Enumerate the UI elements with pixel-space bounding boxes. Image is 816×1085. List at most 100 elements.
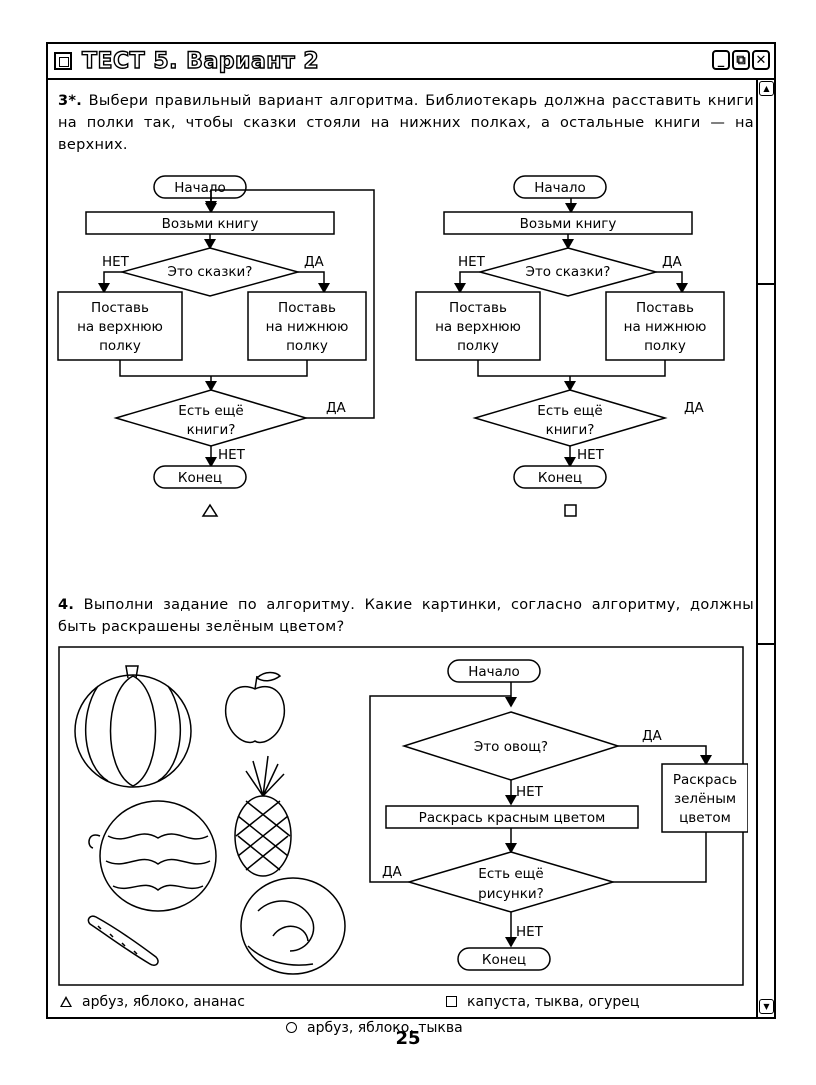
svg-text:Конец: Конец (178, 470, 222, 486)
svg-text:Раскрась красным цветом: Раскрась красным цветом (419, 810, 606, 826)
svg-text:полку: полку (457, 338, 499, 354)
test-window: ТЕСТ 5. Вариант 2 _ ⧉ ✕ ▲ ▼ 3*. Выбери п… (46, 42, 776, 1036)
app-icon (54, 52, 72, 70)
scroll-up-icon[interactable]: ▲ (759, 81, 774, 96)
end-terminal (457, 947, 551, 971)
svg-text:Начало: Начало (534, 180, 586, 196)
start-label: Начало (174, 180, 226, 196)
svg-text:Поставь: Поставь (636, 300, 694, 316)
title-bar: ТЕСТ 5. Вариант 2 _ ⧉ ✕ (48, 44, 774, 80)
task-3-number: 3*. (58, 93, 83, 109)
answer-text: арбуз, яблоко, тыква (307, 1020, 463, 1036)
watermelon-icon (88, 800, 217, 912)
task-3-text: 3*. Выбери правильный вариант алгоритма.… (58, 90, 754, 156)
svg-text:рисунки?: рисунки? (478, 886, 544, 902)
svg-text:НЕТ: НЕТ (516, 784, 544, 800)
triangle-marker-icon (60, 996, 72, 1007)
svg-text:зелёным: зелёным (674, 791, 736, 807)
svg-text:Это сказки?: Это сказки? (526, 264, 611, 280)
task-3-question: Выбери правильный вариант алгоритма. Биб… (58, 93, 754, 153)
svg-text:ДА: ДА (684, 400, 705, 416)
paint-red-box (385, 805, 639, 829)
square-marker-icon (564, 504, 577, 517)
svg-text:книги?: книги? (546, 422, 595, 438)
svg-text:Конец: Конец (482, 952, 526, 968)
svg-text:полку: полку (99, 338, 141, 354)
pineapple-icon (234, 755, 292, 877)
task-4-figure: Начало Это овощ? ДА НЕТ Раскрась красным… (58, 646, 748, 986)
task-4-text: 4. Выполни задание по алгоритму. Какие к… (58, 594, 754, 638)
svg-text:Есть ещё: Есть ещё (537, 403, 602, 419)
svg-text:на верхнюю: на верхнюю (435, 319, 521, 335)
cucumber-icon (87, 915, 159, 967)
minimize-button[interactable]: _ (712, 50, 730, 70)
flowchart-b: Начало Возьми книгу Это сказки? НЕТ ДА П… (415, 175, 725, 517)
vertical-scrollbar[interactable]: ▲ ▼ (756, 78, 774, 1017)
take-book-label: Возьми книгу (162, 216, 259, 232)
start-terminal (513, 175, 607, 199)
bottom-shelf-box (605, 291, 725, 361)
end-terminal (513, 465, 607, 489)
svg-text:ДА: ДА (662, 254, 683, 270)
top-shelf-box (415, 291, 541, 361)
svg-text:НЕТ: НЕТ (516, 924, 544, 940)
triangle-marker-icon (201, 503, 219, 517)
test-content: 3*. Выбери правильный вариант алгоритма.… (48, 80, 756, 1036)
square-marker-icon (446, 996, 457, 1007)
answer-option-2[interactable]: капуста, тыква, огурец (446, 994, 639, 1010)
close-button[interactable]: ✕ (752, 50, 770, 70)
answer-text: капуста, тыква, огурец (467, 994, 640, 1010)
decision-label: Это сказки? (168, 264, 253, 280)
fairy-tale-decision (119, 247, 301, 297)
svg-text:на нижнюю: на нижнюю (266, 319, 349, 335)
answer-text: арбуз, яблоко, ананас (82, 994, 245, 1010)
svg-text:Поставь: Поставь (278, 300, 336, 316)
svg-text:Есть ещё: Есть ещё (478, 866, 543, 882)
svg-text:ДА: ДА (382, 864, 403, 880)
yes-label: ДА (304, 254, 325, 270)
svg-text:НЕТ: НЕТ (218, 447, 246, 463)
cabbage-icon (240, 877, 346, 975)
svg-text:Есть ещё: Есть ещё (178, 403, 243, 419)
svg-text:книги?: книги? (187, 422, 236, 438)
task-3-flowcharts: Начало Возьми книгу Это сказки? НЕТ ДА П… (57, 175, 725, 517)
answer-option-3[interactable]: арбуз, яблоко, тыква (286, 1020, 463, 1036)
svg-text:Поставь: Поставь (91, 300, 149, 316)
window-controls: _ ⧉ ✕ (712, 50, 770, 70)
start-terminal (153, 175, 247, 199)
end-terminal (153, 465, 247, 489)
svg-text:Поставь: Поставь (449, 300, 507, 316)
svg-text:цветом: цветом (679, 810, 731, 826)
paint-green-box (661, 763, 748, 833)
svg-text:Раскрась: Раскрась (673, 772, 737, 788)
apple-icon (224, 671, 286, 744)
task-4-flowchart: Начало Это овощ? ДА НЕТ Раскрась красным… (369, 659, 748, 971)
svg-text:Начало: Начало (468, 664, 520, 680)
svg-text:ДА: ДА (326, 400, 347, 416)
fairy-tale-decision (477, 247, 659, 297)
svg-text:НЕТ: НЕТ (458, 254, 486, 270)
scroll-divider (756, 643, 774, 645)
svg-text:на верхнюю: на верхнюю (77, 319, 163, 335)
answer-option-1[interactable]: арбуз, яблоко, ананас (60, 994, 245, 1010)
task-4-question: Выполни задание по алгоритму. Какие карт… (58, 597, 754, 635)
scroll-down-icon[interactable]: ▼ (759, 999, 774, 1014)
svg-text:полку: полку (286, 338, 328, 354)
svg-text:Возьми книгу: Возьми книгу (520, 216, 617, 232)
bottom-shelf-box (247, 291, 367, 361)
svg-text:ДА: ДА (642, 728, 663, 744)
circle-marker-icon (286, 1022, 297, 1033)
page-number: 25 (395, 1028, 421, 1049)
start-terminal (447, 659, 541, 683)
svg-text:НЕТ: НЕТ (577, 447, 605, 463)
flowchart-a: Начало Возьми книгу Это сказки? НЕТ ДА П… (57, 175, 375, 517)
svg-text:полку: полку (644, 338, 686, 354)
svg-text:на нижнюю: на нижнюю (624, 319, 707, 335)
svg-text:Это овощ?: Это овощ? (474, 739, 548, 755)
scroll-divider (756, 283, 774, 285)
svg-text:Конец: Конец (538, 470, 582, 486)
pumpkin-icon (74, 665, 192, 788)
window-title: ТЕСТ 5. Вариант 2 (81, 48, 320, 74)
maximize-button[interactable]: ⧉ (732, 50, 750, 70)
no-label: НЕТ (102, 254, 130, 270)
